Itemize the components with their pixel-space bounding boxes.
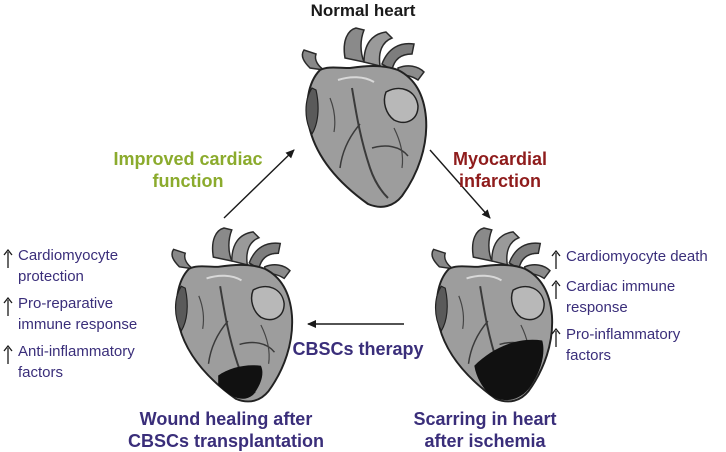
cbscs-therapy-label: CBSCs therapy [292,339,424,359]
caption-wound-healing: Wound healing after CBSCs transplantatio… [127,409,325,451]
heart-illustration-icon [431,227,554,403]
myocardial-infarction-label: Myocardial infarction [452,149,548,191]
heart-illustration-icon [301,27,428,208]
heart-illustration-icon [171,227,294,403]
up-arrow-icon [551,280,561,299]
arrow-myocardial-infarction [429,149,491,219]
improved-cardiac-function-label: Improved cardiac function [113,149,263,191]
up-arrow-icon [3,345,13,364]
up-arrow-icon [551,250,561,269]
factor-cardiomyocyte-death: Cardiomyocyte death [550,246,724,270]
caption-scarring: Scarring in heart after ischemia [413,409,557,451]
page-title: Normal heart [310,1,416,20]
arrow-improved-function [223,149,295,219]
up-arrow-icon [3,297,13,316]
up-arrow-icon [3,249,13,268]
up-arrow-icon [551,328,561,347]
